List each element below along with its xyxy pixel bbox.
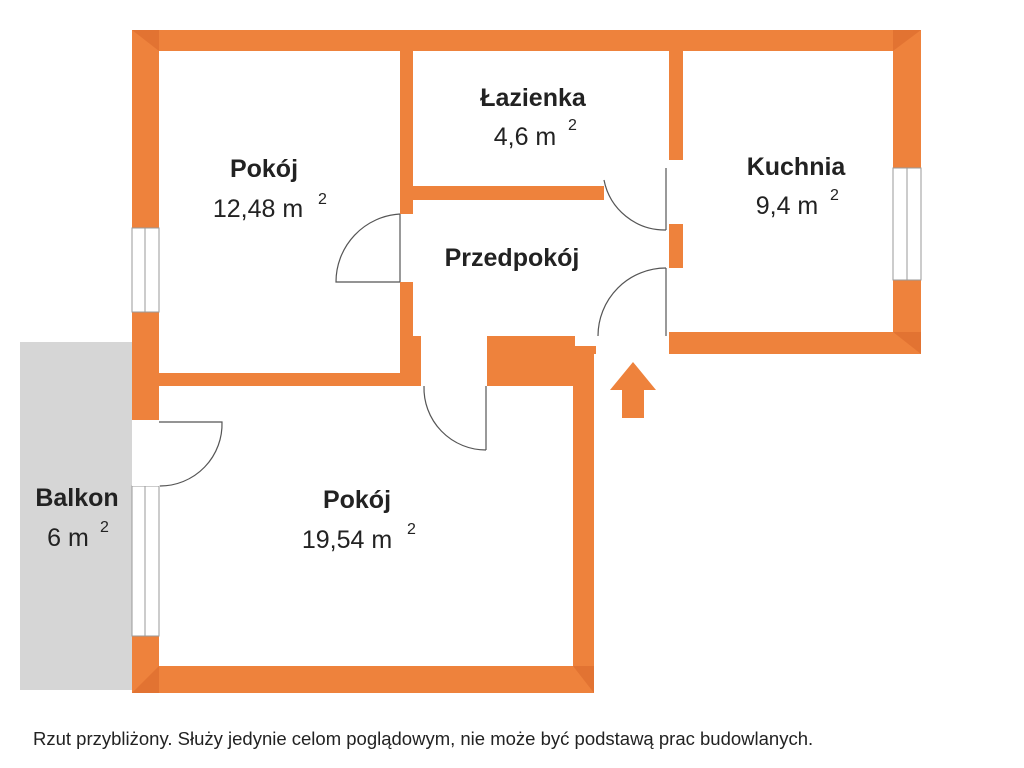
label-kitchen-sup: 2	[830, 187, 839, 204]
room-living	[159, 386, 573, 666]
label-hallway-name: Przedpokój	[445, 244, 580, 272]
door-openings	[132, 160, 683, 486]
label-kitchen-name: Kuchnia	[747, 153, 847, 181]
label-living-name: Pokój	[323, 486, 391, 514]
disclaimer-text: Rzut przybliżony. Służy jedynie celom po…	[33, 728, 814, 749]
label-bedroom-small-name: Pokój	[230, 155, 298, 183]
label-bathroom-sup: 2	[568, 117, 577, 134]
label-kitchen-area: 9,4 m	[756, 192, 819, 220]
label-bedroom-small-area: 12,48 m	[213, 195, 303, 223]
wall-joints	[132, 30, 921, 693]
door-bathroom	[603, 179, 667, 231]
door-balcony	[159, 421, 223, 487]
room-bedroom-small	[159, 51, 400, 373]
label-bedroom-small-sup: 2	[318, 191, 327, 208]
door-swings	[159, 168, 667, 487]
door-living	[423, 385, 487, 451]
door-bedroom	[335, 213, 401, 283]
room-kitchen	[683, 51, 893, 332]
door-entrance	[597, 267, 667, 337]
label-balcony-name: Balkon	[35, 484, 118, 512]
label-balcony-sup: 2	[100, 519, 109, 536]
label-living-area: 19,54 m	[302, 526, 392, 554]
windows	[131, 167, 922, 637]
entrance-arrow-icon	[610, 362, 656, 418]
label-bathroom-area: 4,6 m	[494, 123, 557, 151]
label-living-sup: 2	[407, 521, 416, 538]
label-bathroom-name: Łazienka	[480, 84, 587, 112]
label-balcony-area: 6 m	[47, 524, 89, 552]
balcony-area	[20, 342, 132, 690]
